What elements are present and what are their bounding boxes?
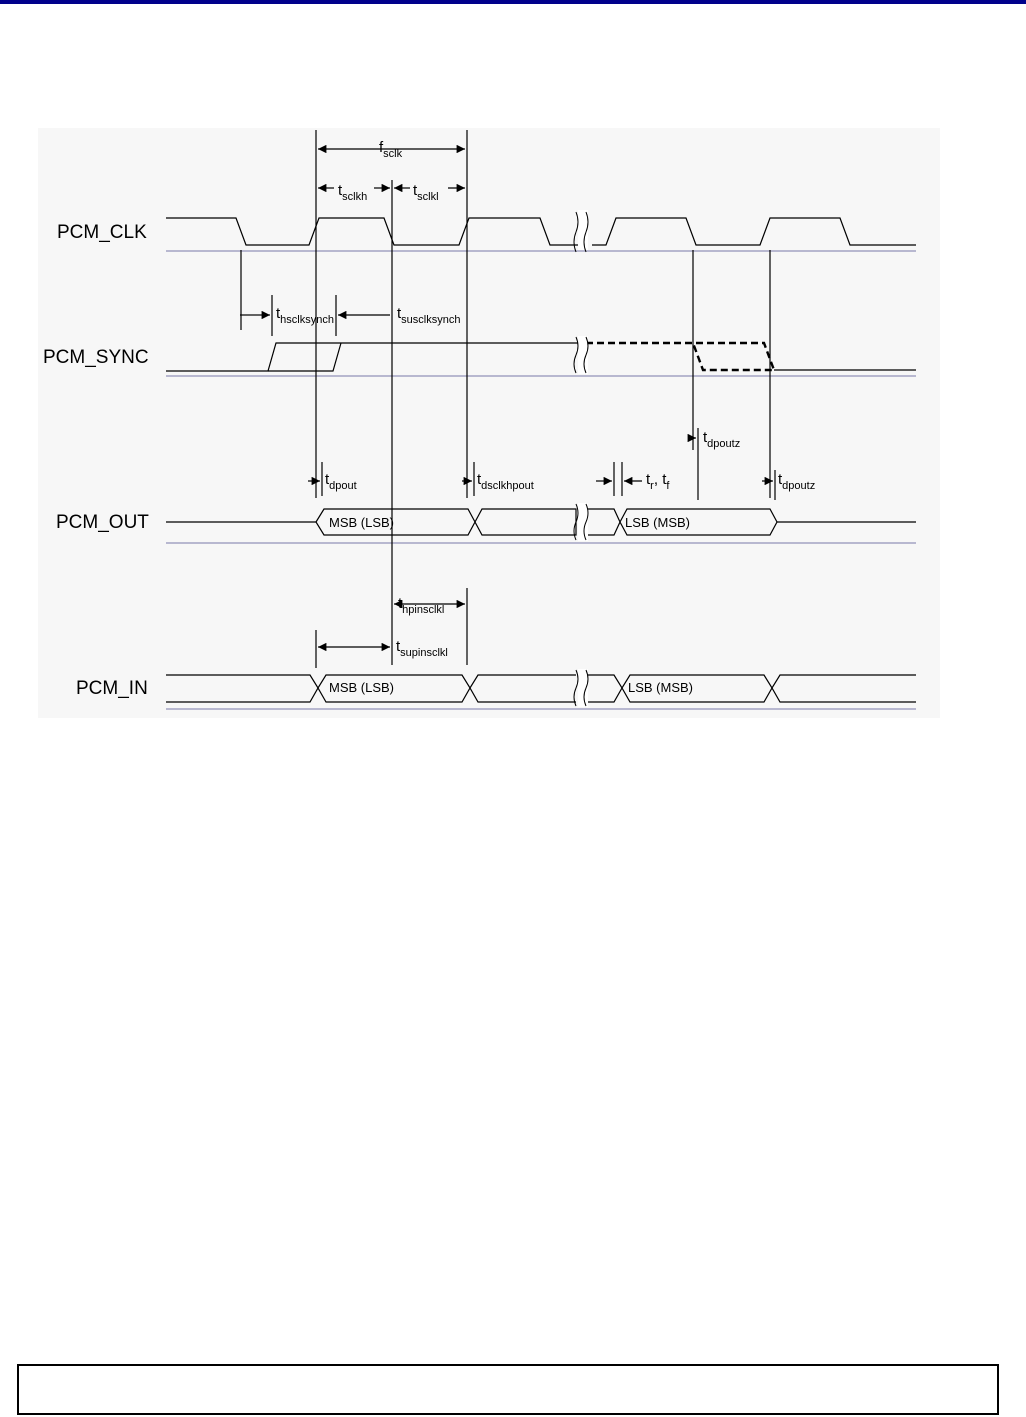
- pcm-clk-waveform-continued: [592, 218, 916, 245]
- label-thpinsclkl: thpinsclkl: [398, 595, 444, 616]
- signal-label-pcm-in: PCM_IN: [76, 678, 148, 699]
- cell-out-first: MSB (LSB): [329, 515, 394, 530]
- signal-label-pcm-clk: PCM_CLK: [57, 222, 147, 243]
- break-symbol-in: [574, 669, 588, 707]
- pcm-out-cell-3: [586, 509, 620, 535]
- signal-label-pcm-sync: PCM_SYNC: [43, 347, 149, 368]
- label-tr-tf: tr, tf: [646, 471, 670, 492]
- label-tdpoutz-mid: tdpoutz: [703, 429, 740, 450]
- break-symbol-clk: [574, 210, 588, 252]
- pcm-clk-waveform: [166, 218, 580, 245]
- pcm-sync-waveform: [166, 343, 580, 371]
- label-tsclkh: tsclkh: [338, 182, 367, 203]
- label-tdsclkhpout: tdsclkhpout: [477, 471, 534, 492]
- pcm-out-cell-2: [475, 509, 576, 535]
- break-symbol-sync: [574, 336, 588, 374]
- label-tsupinsclkl: tsupinsclkl: [396, 638, 448, 659]
- cell-in-last: LSB (MSB): [628, 680, 693, 695]
- footer-box: [17, 1364, 999, 1415]
- label-tsusclksynch: tsusclksynch: [397, 305, 460, 326]
- label-tdpoutz-end: tdpoutz: [778, 471, 815, 492]
- label-tsclkl: tsclkl: [413, 182, 439, 203]
- label-thsclksynch: thsclksynch: [276, 305, 334, 326]
- cell-out-last: LSB (MSB): [625, 515, 690, 530]
- cell-in-first: MSB (LSB): [329, 680, 394, 695]
- label-tdpout: tdpout: [325, 471, 357, 492]
- signal-label-pcm-out: PCM_OUT: [56, 512, 149, 533]
- pcm-sync-skew-edge: [268, 343, 341, 371]
- pcm-sync-dashed-window: [586, 343, 774, 370]
- label-fsclk: fsclk: [379, 139, 403, 160]
